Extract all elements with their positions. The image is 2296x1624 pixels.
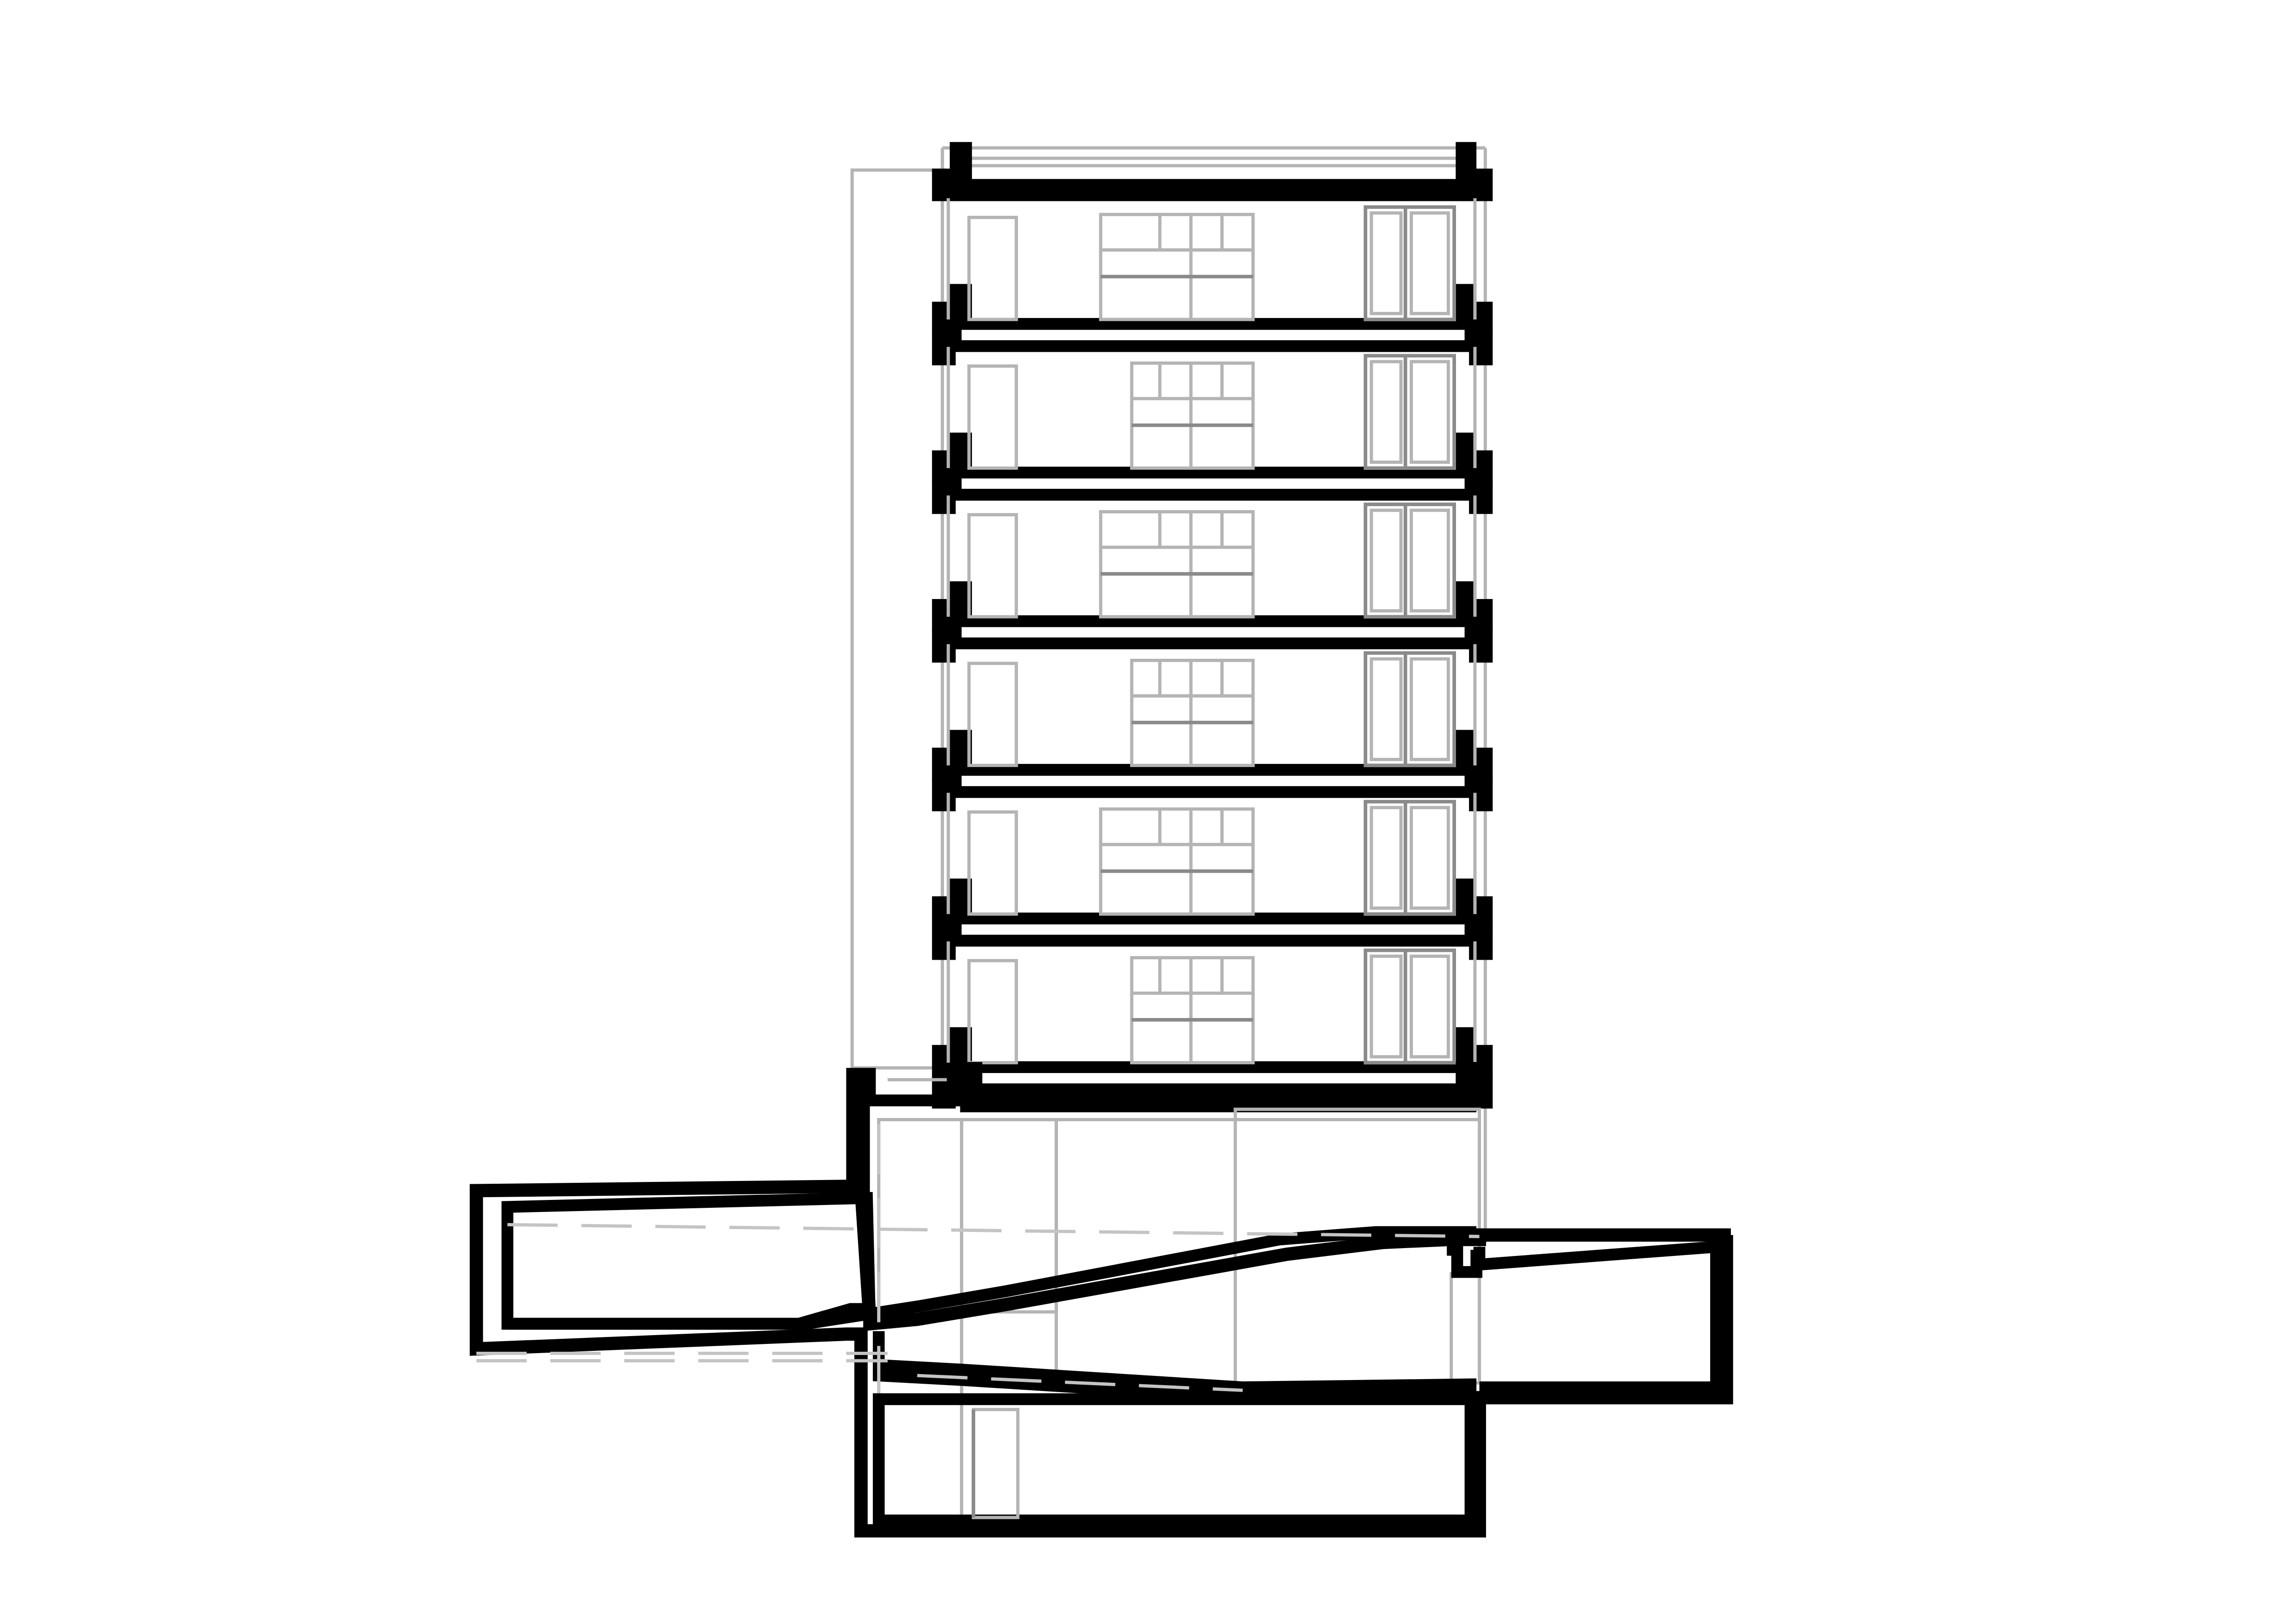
hidden-line-1 — [507, 1223, 1480, 1238]
floor-5 — [932, 347, 1493, 514]
floor-1 — [932, 941, 1493, 1109]
interior-door-left — [967, 662, 1018, 767]
floor-slab-cut — [950, 730, 1477, 798]
basement-level-1 — [469, 1124, 1733, 1538]
floor-2 — [932, 793, 1493, 960]
window-sash-left — [1369, 508, 1403, 613]
window-sash-right — [1409, 211, 1450, 315]
ramp-notch — [1447, 1243, 1482, 1278]
window-sash-left — [1369, 360, 1403, 464]
window-frame-right — [1363, 800, 1456, 916]
floor-slab-cut — [950, 432, 1477, 501]
window-frame-right — [1363, 354, 1456, 470]
facade-clip-right-high — [1469, 332, 1493, 366]
facade-clip-right-high — [1469, 481, 1493, 514]
floor-slab-cut — [950, 878, 1477, 947]
kitchen-cabinet-block — [1099, 212, 1255, 321]
window-sash-left — [1369, 211, 1403, 315]
window-frame-right — [1363, 205, 1456, 321]
window-sash-left — [1369, 657, 1403, 762]
interior-door-left — [967, 513, 1018, 618]
ground-slab-cut — [960, 1062, 1477, 1112]
floor-slab-cut — [950, 581, 1477, 650]
window-sash-left — [1369, 806, 1403, 910]
window-sash-left — [1369, 954, 1403, 1059]
ramp-slab-lower — [872, 1331, 1477, 1404]
floor-slab-cut — [950, 284, 1477, 352]
facade-clip-right-low — [1469, 1045, 1493, 1078]
window-frame-right — [1363, 502, 1456, 619]
kitchen-cabinet-block — [1099, 510, 1255, 618]
roof-facade-clip-right — [1469, 169, 1493, 201]
facade-clip-right-high — [1469, 779, 1493, 812]
basement-2-door — [971, 1408, 1020, 1519]
roof-facade-clip-left — [932, 169, 956, 201]
interior-door-left — [967, 959, 1018, 1065]
neighbour-building-outline — [850, 168, 947, 1070]
roof-slab — [932, 142, 1493, 201]
window-sash-right — [1409, 508, 1450, 613]
window-sash-right — [1409, 806, 1450, 910]
floor-6 — [932, 198, 1493, 366]
window-frame-right — [1363, 651, 1456, 768]
facade-clip-right-low — [1469, 450, 1493, 483]
facade-clip-right-high — [1469, 1076, 1493, 1109]
hidden-line-4 — [917, 1374, 1243, 1392]
basement-1-right-chamber — [1473, 1240, 1722, 1393]
facade-clip-right-high — [1469, 630, 1493, 663]
window-sash-right — [1409, 657, 1450, 762]
upper-floors — [932, 198, 1493, 1109]
interior-door-left — [967, 364, 1018, 470]
window-sash-right — [1409, 360, 1450, 464]
window-frame-right — [1363, 948, 1456, 1065]
interior-door-left — [967, 810, 1018, 916]
kitchen-cabinet-block — [1099, 807, 1255, 916]
facade-clip-right-low — [1469, 301, 1493, 335]
ramp-slab-upper — [507, 1226, 1477, 1330]
floor-3 — [932, 644, 1493, 812]
basement-level-2 — [872, 1393, 1477, 1527]
facade-clip-right-low — [1469, 599, 1493, 632]
basement-1-outer-wall — [469, 1179, 1733, 1538]
roof-slab-cut — [950, 142, 1477, 201]
facade-clip-right-high — [1469, 927, 1493, 960]
basement-1-inner-wall — [501, 1192, 876, 1330]
facade-clip-right-low — [1469, 748, 1493, 781]
basement-2-inner-wall — [872, 1393, 1477, 1527]
facade-clip-right-low — [1469, 896, 1493, 929]
floor-4 — [932, 495, 1493, 663]
interior-door-left — [967, 216, 1018, 321]
window-sash-right — [1409, 954, 1450, 1059]
